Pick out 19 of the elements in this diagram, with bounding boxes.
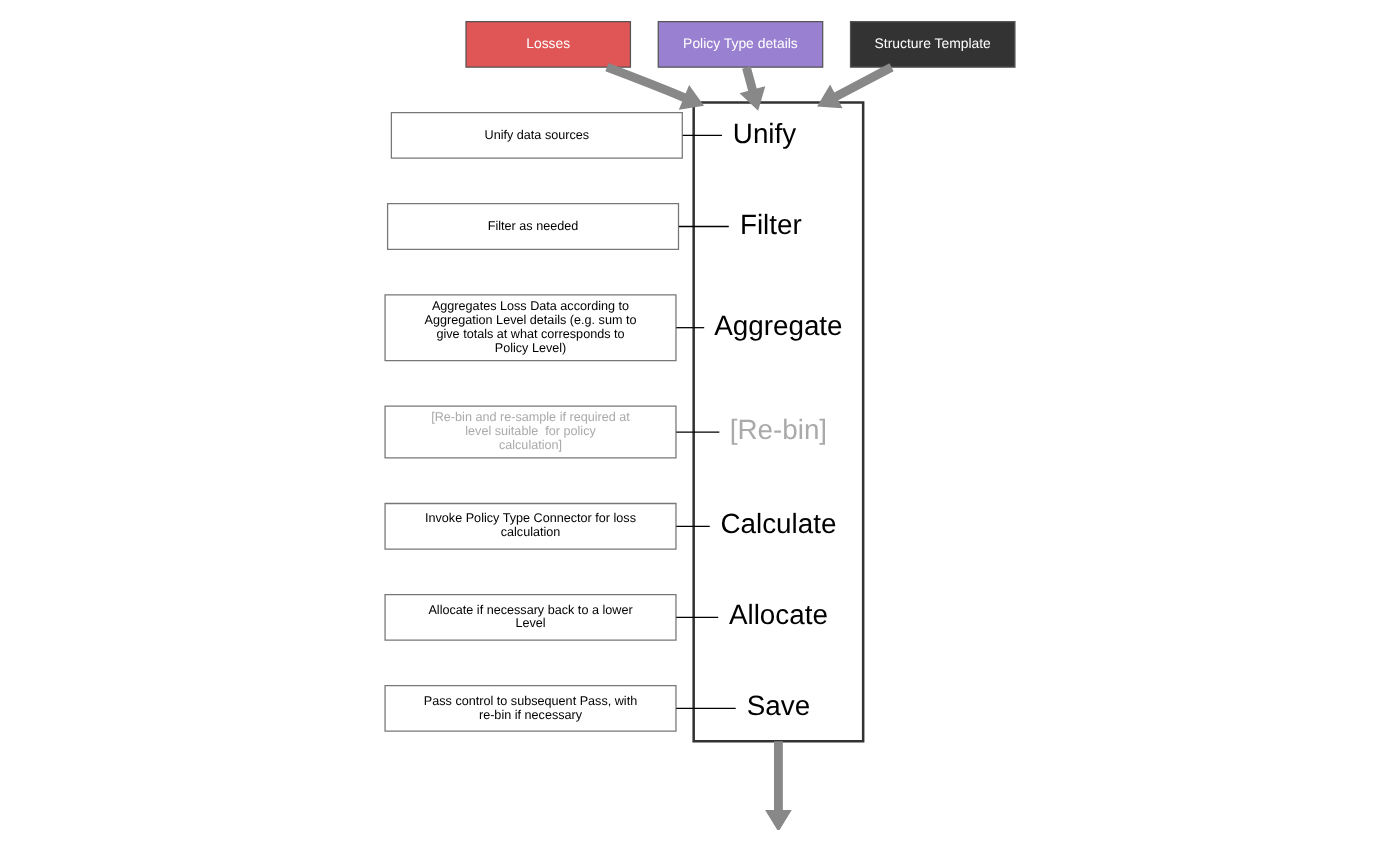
arrow [817,63,894,109]
arrow [739,66,766,111]
node-text: Save [746,689,811,722]
arrow [605,63,705,110]
connector [675,525,711,527]
connector [682,134,723,137]
arrow [765,741,792,830]
node-text: Aggregate [714,308,843,341]
node-text: Unify [732,116,797,149]
connector [675,327,705,329]
connector [675,616,719,618]
connector [675,431,720,433]
node-text: Calculate [720,507,837,540]
node-text: Allocate [728,598,828,631]
cluster [692,101,865,743]
connector [678,225,730,228]
connector [675,707,737,709]
node-text: [Re-bin] [729,413,828,446]
node-text: Filter [739,207,802,240]
